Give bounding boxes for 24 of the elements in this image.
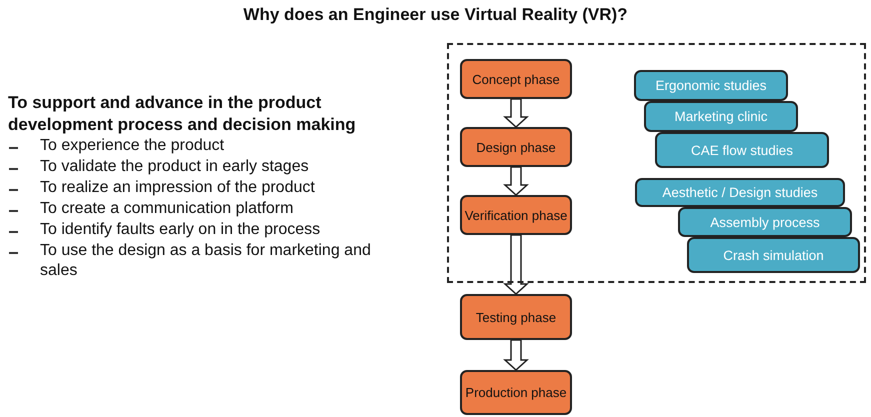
bullet-text: To use the design as a basis for marketing and sales: [40, 241, 372, 281]
phase-box: Testing phase: [460, 294, 572, 340]
study-box: Crash simulation: [687, 237, 860, 273]
phase-box: Design phase: [460, 127, 572, 167]
block-arrow: [503, 166, 529, 196]
bullet-text: To create a communication platform: [40, 199, 294, 219]
phase-box: Concept phase: [460, 59, 572, 99]
block-arrow: [503, 339, 529, 372]
block-arrow: [503, 234, 529, 296]
study-box: Marketing clinic: [644, 101, 798, 132]
study-box: Ergonomic studies: [634, 70, 788, 101]
title: Why does an Engineer use Virtual Reality (VR)?: [242, 5, 629, 25]
phase-box: Production phase: [460, 370, 572, 415]
section-heading: To support and advance in the product development process and decision making: [8, 92, 357, 136]
phase-box: Verification phase: [460, 195, 572, 235]
block-arrow: [503, 98, 529, 128]
study-box: Assembly process: [678, 207, 852, 237]
bullet-text: To realize an impression of the product: [40, 178, 316, 198]
bullet-text: To experience the product: [40, 136, 226, 156]
bullet-text: To validate the product in early stages: [40, 157, 310, 177]
study-box: Aesthetic / Design studies: [635, 178, 845, 207]
study-box: CAE flow studies: [655, 132, 829, 168]
dashed-group-frame: [447, 43, 866, 283]
bullet-text: To identify faults early on in the process: [40, 220, 322, 240]
